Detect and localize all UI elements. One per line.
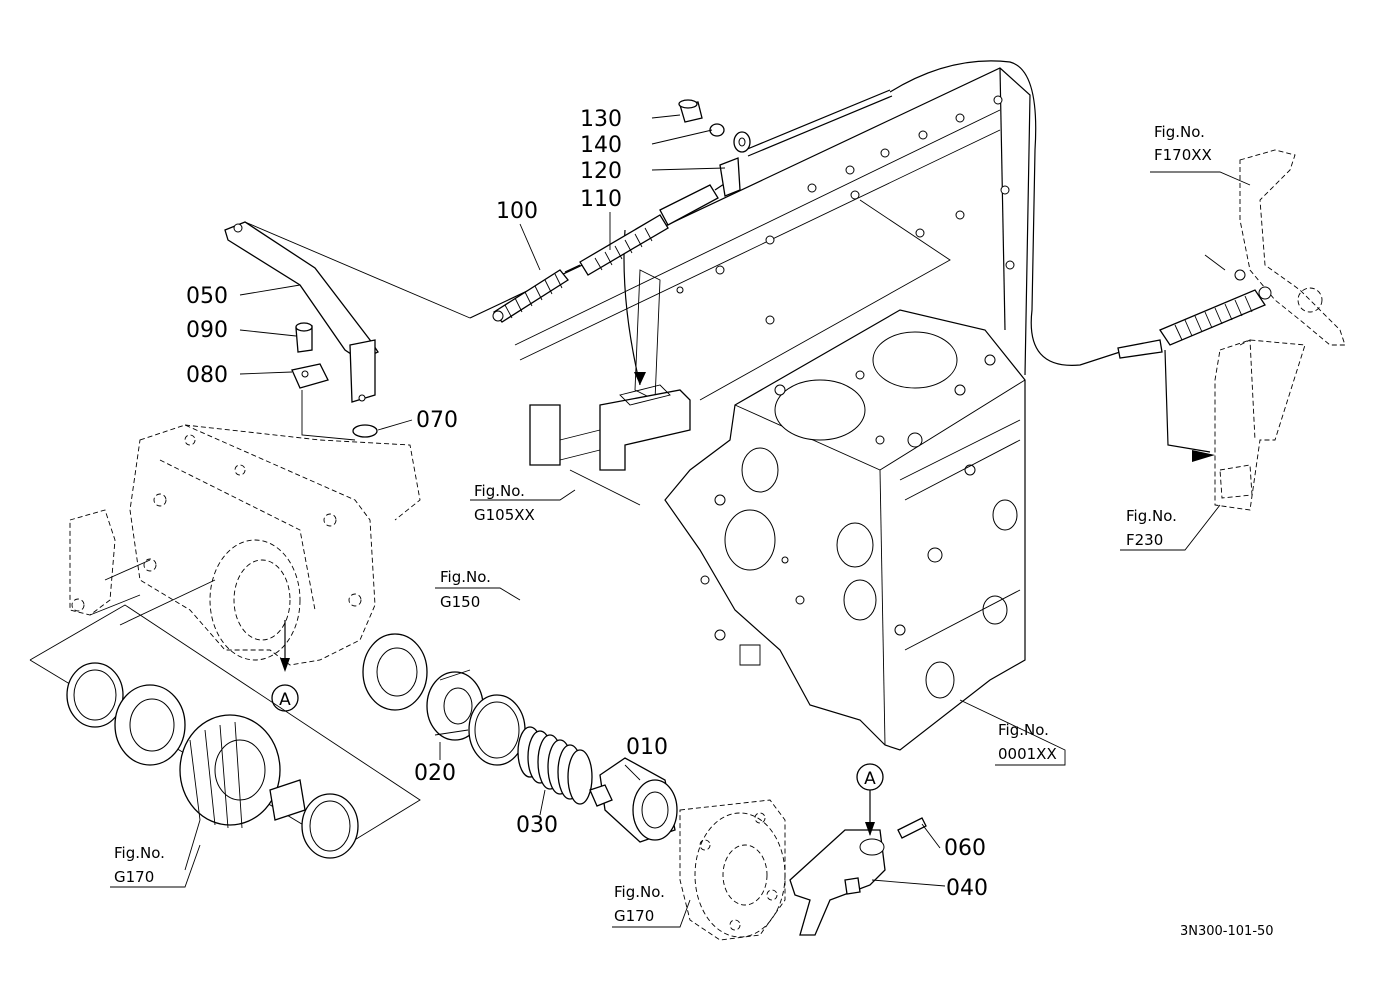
label-040: 040 — [946, 876, 988, 901]
label-120: 120 — [580, 159, 622, 184]
label-110: 110 — [580, 187, 622, 212]
figure-references: Fig.No. F170XX Fig.No. G105XX Fig.No. G1… — [114, 123, 1212, 925]
fig-g105xx: G105XX — [474, 506, 535, 524]
reference-a-top: A — [271, 620, 299, 712]
spring-030 — [517, 726, 593, 805]
fig-g170-bottom-prefix: Fig.No. — [614, 883, 665, 901]
reference-a-bottom: A — [856, 763, 884, 836]
reference-a-top-label: A — [279, 690, 291, 710]
lever-arm-050 — [224, 221, 471, 403]
drawing-code: 3N300-101-50 — [1180, 924, 1274, 939]
leader-lines — [110, 114, 1251, 928]
fig-f170xx-prefix: Fig.No. — [1154, 123, 1205, 141]
fig-f230: F230 — [1126, 531, 1163, 549]
flange-g170 — [679, 799, 786, 941]
label-140: 140 — [580, 133, 622, 158]
throttle-rod-assembly — [492, 99, 751, 323]
bracket-g105 — [529, 229, 691, 506]
label-070: 070 — [416, 408, 458, 433]
part-labels: 130 140 120 110 100 050 090 080 070 020 … — [186, 107, 988, 901]
fig-g170-bottom: G170 — [614, 907, 654, 925]
fig-0001xx: 0001XX — [998, 745, 1057, 763]
fig-f170xx: F170XX — [1154, 146, 1212, 164]
fig-g150-prefix: Fig.No. — [440, 568, 491, 586]
right-bracket — [1159, 149, 1346, 511]
label-020: 020 — [414, 761, 456, 786]
reference-a-bottom-label: A — [864, 769, 876, 789]
center-parts — [362, 633, 678, 843]
fig-0001xx-prefix: Fig.No. — [998, 721, 1049, 739]
fig-g170-left-prefix: Fig.No. — [114, 844, 165, 862]
shift-fork-040 — [789, 817, 927, 936]
label-010: 010 — [626, 735, 668, 760]
fig-f230-prefix: Fig.No. — [1126, 507, 1177, 525]
label-080: 080 — [186, 363, 228, 388]
fig-g105xx-prefix: Fig.No. — [474, 482, 525, 500]
label-130: 130 — [580, 107, 622, 132]
housing-g150 — [69, 424, 421, 666]
label-090: 090 — [186, 318, 228, 343]
throttle-cable — [744, 60, 1163, 366]
label-060: 060 — [944, 836, 986, 861]
small-parts-left — [291, 322, 378, 441]
fig-g150: G150 — [440, 593, 480, 611]
label-050: 050 — [186, 284, 228, 309]
coupling-010 — [589, 757, 678, 843]
label-100: 100 — [496, 199, 538, 224]
differential-group — [29, 579, 421, 871]
engine-block — [664, 309, 1026, 751]
label-030: 030 — [516, 813, 558, 838]
fig-g170-left: G170 — [114, 868, 154, 886]
